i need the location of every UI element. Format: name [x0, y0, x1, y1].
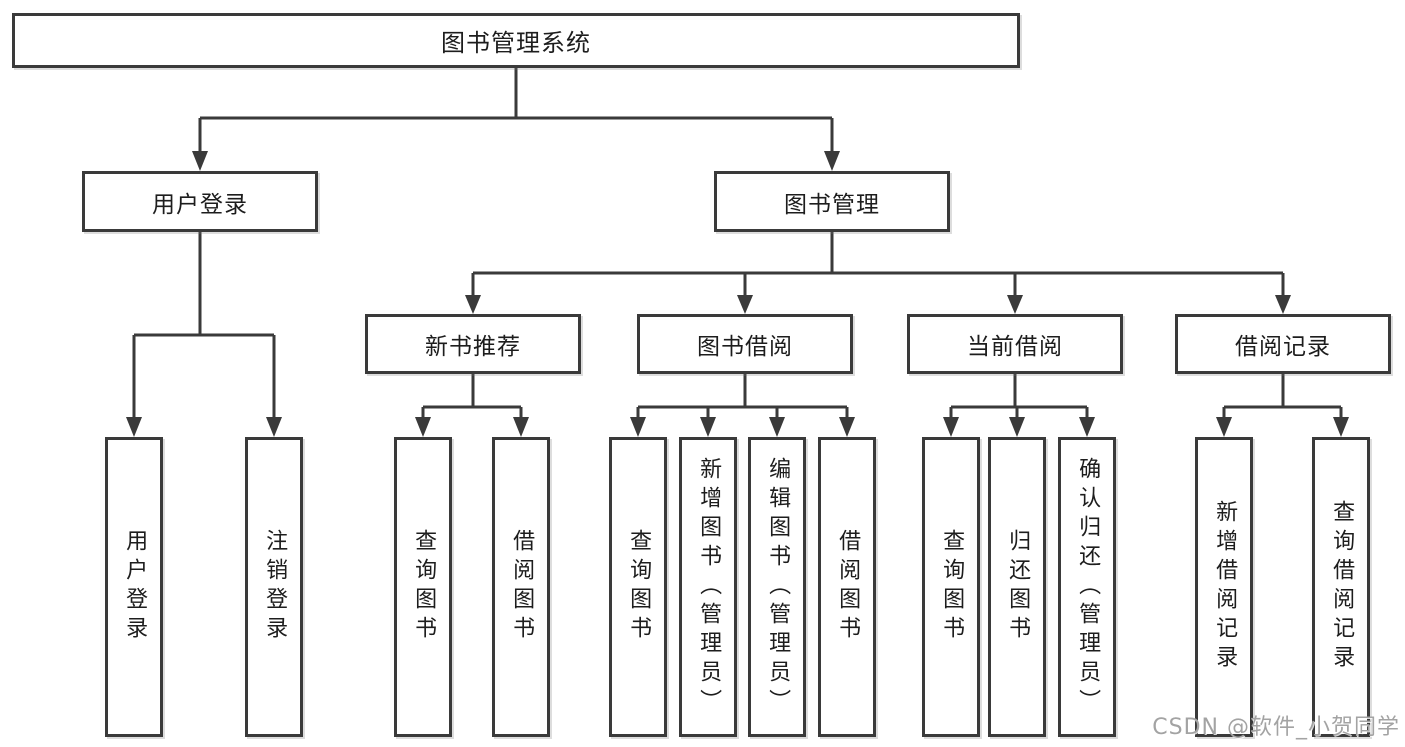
node-label: 查询借阅记录	[1329, 500, 1355, 674]
connector-root-to-level1	[198, 68, 834, 158]
leaf-return-books: 归还图书	[988, 437, 1046, 737]
node-borrowing-records: 借阅记录	[1175, 314, 1391, 374]
node-label: 归还图书	[1005, 529, 1031, 645]
node-book-borrowing: 图书借阅	[637, 314, 853, 374]
node-new-book-recommendation: 新书推荐	[365, 314, 581, 374]
node-library-management-system: 图书管理系统	[12, 13, 1020, 68]
node-label: 用户登录	[122, 529, 148, 645]
node-label: 注销登录	[262, 529, 288, 645]
leaf-query-books-recommend: 查询图书	[394, 437, 452, 737]
arrowheads	[126, 151, 1349, 437]
node-label: 图书借阅	[697, 334, 793, 360]
leaf-query-books-borrow: 查询图书	[609, 437, 667, 737]
leaf-query-borrow-record: 查询借阅记录	[1312, 437, 1370, 737]
leaf-borrow-books-recommend: 借阅图书	[492, 437, 550, 737]
leaf-confirm-return-admin: 确认归还（管理员）	[1058, 437, 1116, 737]
connector-new-book-children	[421, 374, 523, 424]
leaf-edit-books-admin: 编辑图书（管理员）	[748, 437, 806, 737]
leaf-add-borrow-record: 新增借阅记录	[1195, 437, 1253, 737]
node-label: 借阅图书	[835, 529, 861, 645]
node-label: 借阅记录	[1235, 334, 1331, 360]
connector-current-borrow-children	[949, 374, 1089, 424]
leaf-borrow-books: 借阅图书	[818, 437, 876, 737]
node-label: 查询图书	[939, 529, 965, 645]
connector-book-management-children	[471, 232, 1285, 301]
node-label: 新增图书（管理员）	[696, 456, 722, 718]
node-label: 确认归还（管理员）	[1075, 456, 1101, 718]
node-label: 查询图书	[411, 529, 437, 645]
connector-book-borrow-children	[636, 374, 849, 424]
leaf-logout: 注销登录	[245, 437, 303, 737]
node-label: 新增借阅记录	[1212, 500, 1238, 674]
node-label: 借阅图书	[509, 529, 535, 645]
leaf-query-books-current: 查询图书	[922, 437, 980, 737]
node-label: 编辑图书（管理员）	[765, 456, 791, 718]
leaf-add-books-admin: 新增图书（管理员）	[679, 437, 737, 737]
node-label: 查询图书	[626, 529, 652, 645]
node-label: 图书管理系统	[441, 29, 591, 57]
connector-user-login-children	[132, 232, 276, 424]
node-current-borrowing: 当前借阅	[907, 314, 1123, 374]
csdn-watermark: CSDN @软件_小贺同学	[1152, 715, 1400, 740]
node-user-login: 用户登录	[82, 171, 318, 232]
node-label: 新书推荐	[425, 334, 521, 360]
node-label: 当前借阅	[967, 334, 1063, 360]
node-book-management: 图书管理	[714, 171, 950, 232]
node-label: 用户登录	[152, 191, 248, 218]
node-label: 图书管理	[784, 191, 880, 218]
connector-borrow-record-children	[1222, 374, 1343, 424]
leaf-user-login: 用户登录	[105, 437, 163, 737]
